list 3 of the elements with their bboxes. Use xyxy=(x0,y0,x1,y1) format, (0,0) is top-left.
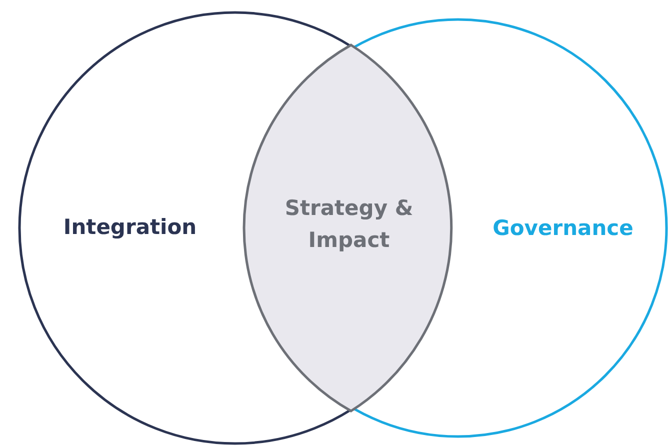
set-label: Governance xyxy=(492,215,634,242)
set-label: Integration xyxy=(62,214,198,241)
set-label: Strategy & Impact xyxy=(284,195,414,254)
